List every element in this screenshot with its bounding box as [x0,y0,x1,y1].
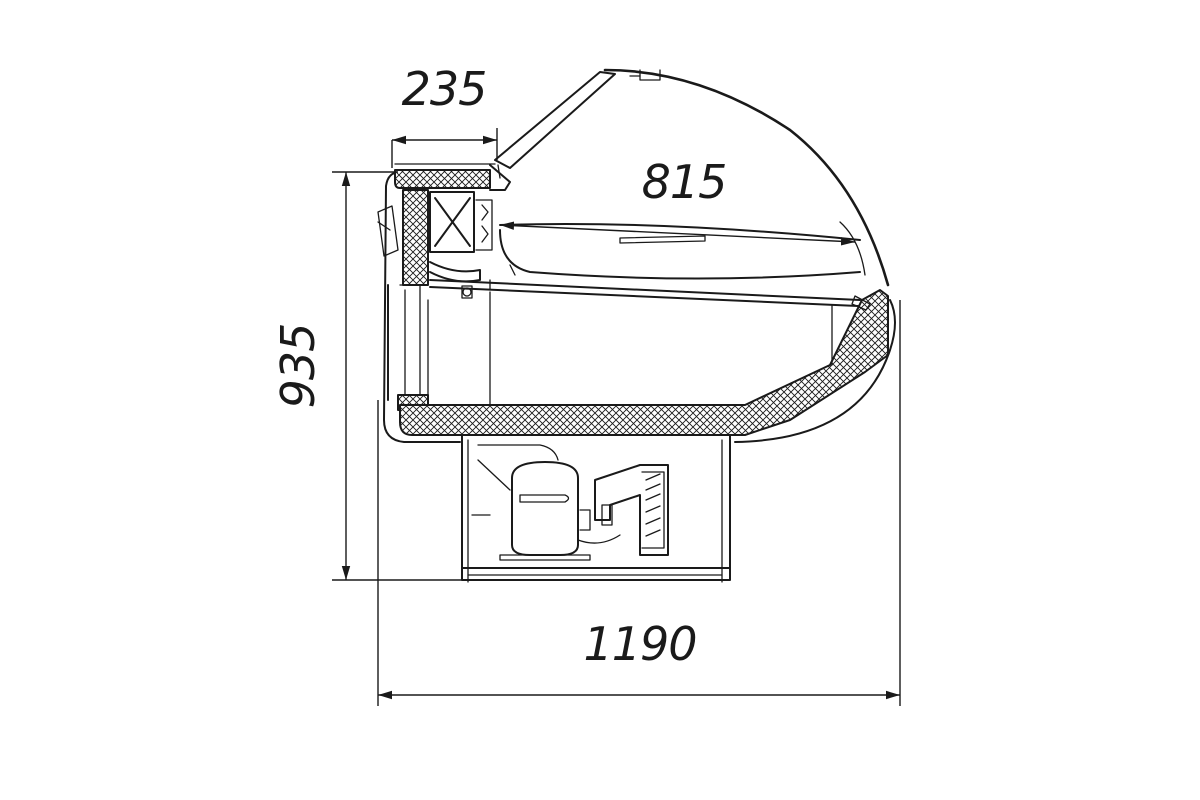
dimension-top-width [391,128,498,168]
evaporator-unit [429,191,493,299]
dimension-height [332,171,468,581]
machine-compartment [461,435,731,583]
rear-insulation-wall [397,189,429,411]
dimension-shelf-depth [499,221,856,246]
dimension-label-top-width: 235 [402,62,487,116]
cabinet-body [377,171,896,443]
dimension-label-height: 935 [271,324,325,409]
dimension-label-shelf-depth: 815 [642,155,727,209]
compressor [499,461,621,561]
dimension-label-total-width: 1190 [583,617,696,671]
condenser [594,464,669,556]
top-insulation-block [394,163,511,191]
dimension-total-width [377,300,901,706]
display-shelf [429,279,871,311]
tub-insulation [399,289,889,436]
